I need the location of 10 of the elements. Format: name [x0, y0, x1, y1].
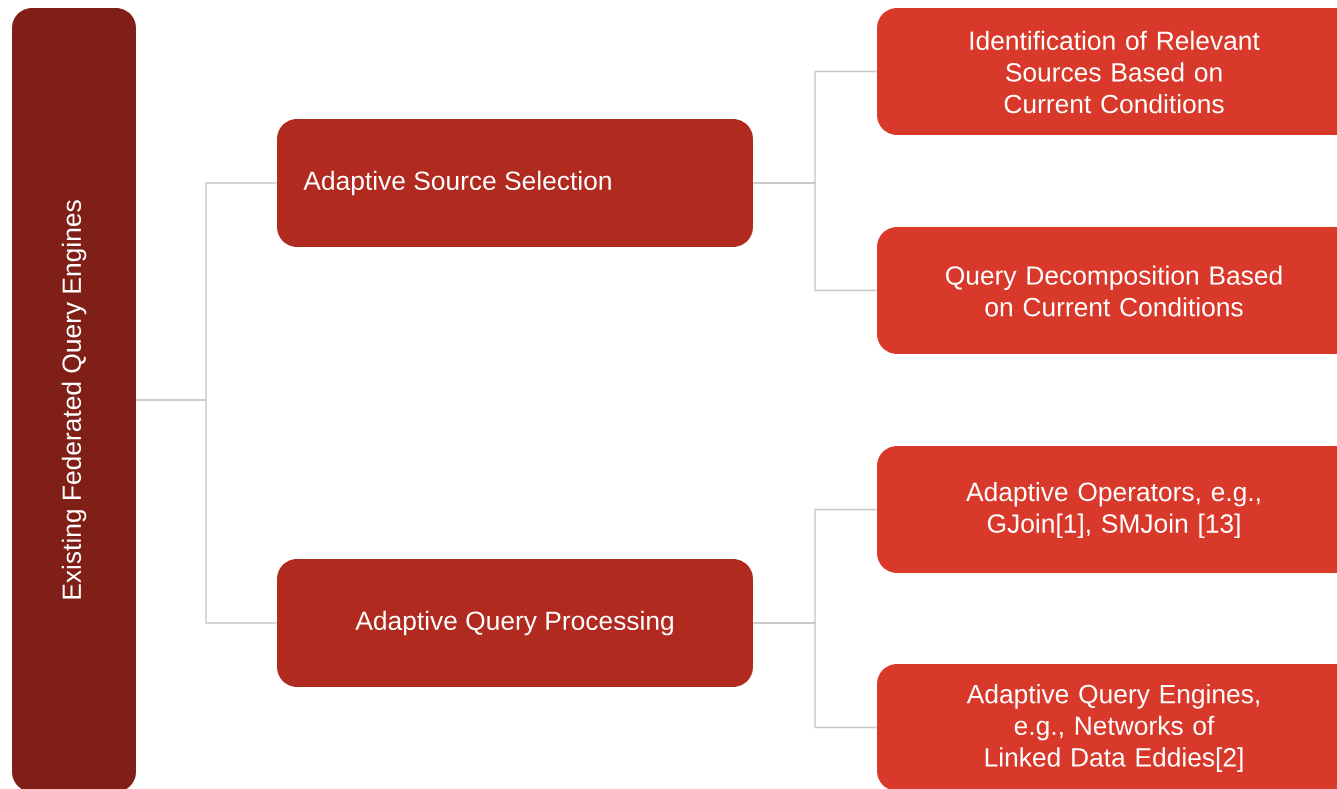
- category-bar: Existing Federated Query Engines: [12, 8, 136, 789]
- category-box: Query Decomposition Based on Current Conditions: [877, 227, 1337, 354]
- category-box: Adaptive Query Processing: [277, 559, 753, 687]
- category-box: Adaptive Operators, e.g., GJoin[1], SMJoin [13]: [877, 446, 1337, 573]
- connector-line: [752, 622, 878, 729]
- category-box: Identification of Relevant Sources Based on Current Conditions: [877, 8, 1337, 135]
- category-box: Adaptive Query Engines, e.g., Networks of Linked Data Eddies[2]: [877, 664, 1337, 789]
- category-box: Adaptive Source Selection: [277, 119, 753, 247]
- connector-line: [135, 399, 278, 624]
- connector-line: [752, 182, 878, 292]
